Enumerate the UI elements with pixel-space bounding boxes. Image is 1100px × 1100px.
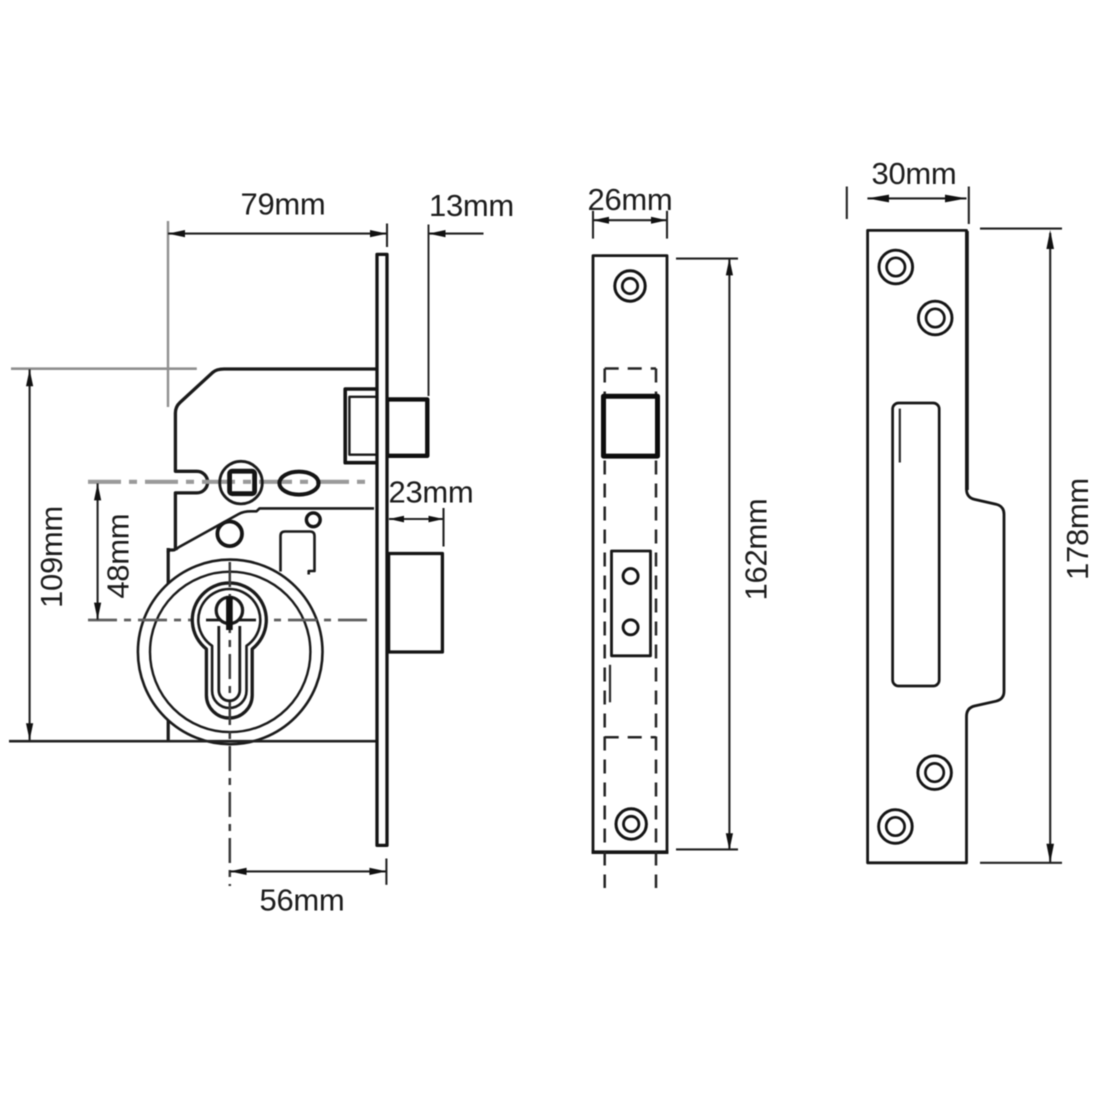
deadbolt-screw-lower [621, 618, 640, 637]
forend-latch-aperture [601, 393, 660, 459]
faceplate-side [375, 252, 389, 848]
fixing-hole-small [215, 519, 244, 549]
strike-screw-bottomleft-inner [884, 815, 906, 838]
dim-case-depth: 79mm [168, 187, 389, 247]
forend-screw-bottom-outer [614, 807, 648, 841]
dim-backset: 56mm [229, 858, 388, 918]
strike-screw-topleft-inner [885, 256, 907, 278]
strike-screw-topleft-outer [877, 248, 915, 286]
deadbolt-screw-upper [621, 567, 640, 586]
strike-screw-topright-outer [916, 299, 954, 337]
dim-label-latch-throw: 13mm [429, 188, 514, 223]
arrowhead-down [725, 833, 733, 851]
dim-label-case-height: 109mm [34, 506, 69, 608]
latch-bolt-head [384, 397, 430, 458]
forend-screw-bottom-inner [622, 814, 641, 834]
dim-deadbolt-throw: 23mm [389, 475, 474, 547]
arrowhead-up [725, 258, 733, 276]
internal-plate-edge [174, 507, 374, 551]
arrowhead-right [428, 515, 444, 523]
dim-label-forend-height: 162mm [739, 499, 774, 601]
dim-label-backset: 56mm [260, 883, 345, 918]
view-forend [591, 254, 669, 888]
arrowhead-down [26, 723, 34, 741]
strike-screw-bottomright-outer [916, 754, 953, 791]
forend-screw-top-inner [620, 276, 640, 296]
strike-bolt-aperture [891, 401, 941, 688]
arrowhead-right [370, 230, 387, 238]
keyway-slot [217, 626, 242, 703]
arrowhead-up [1046, 230, 1054, 249]
dim-label-forend-width: 26mm [588, 182, 673, 217]
arrowhead-left [867, 194, 889, 203]
arrowhead-left [229, 867, 247, 875]
dim-label-centres: 48mm [101, 514, 136, 599]
arrowhead-up [94, 483, 102, 501]
dimensions-lock-body: 79mm 13mm 109mm 48mm 23mm [26, 187, 514, 918]
strike-screw-bottomright-inner [924, 762, 946, 784]
dim-latch-throw: 13mm [427, 188, 514, 396]
dim-strike-height: 178mm [980, 227, 1095, 864]
dim-label-strike-width: 30mm [872, 156, 957, 191]
dim-strike-width: 30mm [845, 156, 970, 224]
dim-label-strike-height: 178mm [1060, 478, 1095, 580]
view-lock-body [9, 221, 445, 886]
follower-square-spindle-hole [227, 468, 258, 497]
view-strike [866, 229, 1006, 865]
arrowhead-left [428, 230, 446, 238]
arrowhead-left [389, 515, 404, 523]
dim-label-deadbolt-throw: 23mm [389, 475, 474, 510]
strike-screw-bottomleft-outer [877, 808, 914, 845]
dimensions-forend: 26mm 162mm [588, 182, 774, 851]
forend-screw-top-outer [613, 269, 647, 303]
dim-forend-width: 26mm [588, 182, 673, 239]
spring-bracket-detail [279, 530, 316, 575]
arrowhead-right [945, 194, 967, 203]
deadbolt-head [386, 551, 445, 654]
dimensions-strike: 30mm 178mm [845, 156, 1095, 864]
latch-bolt-tail-outer [343, 387, 376, 465]
keyway-bar [226, 596, 233, 630]
strike-screw-topright-inner [924, 307, 946, 329]
latch-bolt-tail-inner [348, 395, 376, 456]
arrowhead-left [593, 216, 609, 224]
forend-hidden-case-dashes [603, 367, 658, 888]
dim-case-height: 109mm [26, 369, 69, 741]
arrowhead-right [369, 867, 387, 875]
dim-centres: 48mm [94, 483, 136, 620]
dim-label-case-depth: 79mm [241, 187, 326, 222]
arrowhead-down [1046, 843, 1054, 863]
pin-hole-tiny [304, 511, 322, 529]
follower-circle [218, 459, 264, 506]
dim-forend-height: 162mm [676, 257, 774, 851]
arrowhead-down [94, 602, 102, 620]
arrowhead-right [651, 216, 667, 224]
arrowhead-up [26, 369, 34, 387]
forend-deadbolt-aperture [610, 549, 652, 658]
arrowhead-left [168, 230, 185, 238]
oval-hole [277, 469, 321, 497]
